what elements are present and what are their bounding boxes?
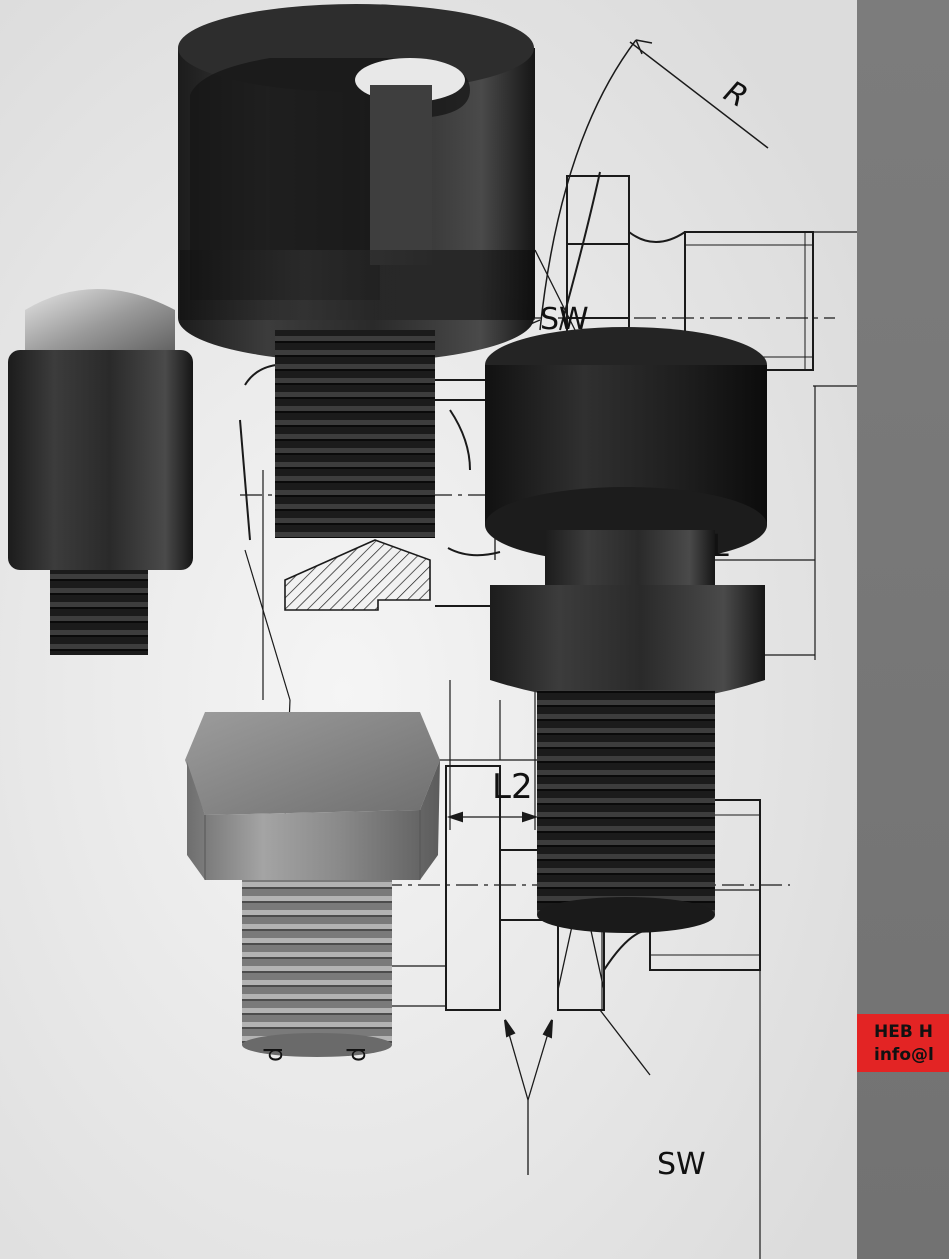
- slotted-clamp-nut-photo: [178, 4, 535, 362]
- length-label-partial: L: [712, 529, 729, 564]
- length-label-middle: L2: [492, 767, 533, 807]
- banner-company-name: HEB H: [874, 1022, 933, 1042]
- hex-bolt-photo: [185, 712, 440, 1057]
- contact-banner[interactable]: HEB H info@l: [857, 1014, 949, 1072]
- wrench-size-label-bottom: SW: [657, 1147, 706, 1182]
- banner-email[interactable]: info@l: [874, 1045, 934, 1065]
- wrench-size-label-top: SW: [540, 302, 589, 337]
- diameter-label-bottom-1: d: [260, 1046, 288, 1062]
- pull-stud-photo: [485, 327, 767, 933]
- dome-head-bolt-photo: [8, 289, 193, 655]
- thread-photo-top: [275, 330, 435, 538]
- diameter-label-bottom-2: d: [343, 1046, 371, 1062]
